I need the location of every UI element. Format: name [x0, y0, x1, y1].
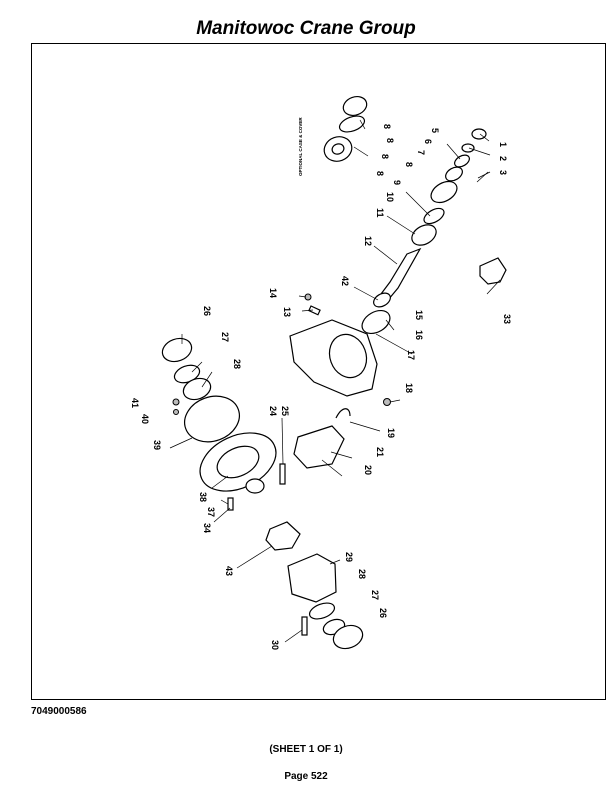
- label-8d: 8: [404, 162, 414, 167]
- label-24: 24: [268, 406, 278, 416]
- label-1: 1: [498, 142, 508, 147]
- spider-gear: [265, 521, 301, 551]
- exploded-diagram: OPTIONAL CASE & COVER 1 2 3 5 6 7 8 8 8 …: [130, 95, 512, 650]
- label-26b: 26: [378, 608, 388, 618]
- label-6: 6: [423, 139, 433, 144]
- label-10: 10: [385, 192, 395, 202]
- label-41: 41: [130, 398, 140, 408]
- label-28: 28: [232, 359, 242, 369]
- label-2: 2: [498, 156, 508, 161]
- label-38: 38: [198, 492, 208, 502]
- label-8e: 8: [375, 171, 385, 176]
- label-43: 43: [224, 566, 234, 576]
- leader-lines: [169, 119, 501, 643]
- label-3: 3: [498, 170, 508, 175]
- label-29: 29: [344, 552, 354, 562]
- label-33: 33: [502, 314, 512, 324]
- optional-cover-parts: [323, 95, 368, 162]
- label-34: 34: [202, 523, 212, 533]
- yoke-part: [479, 257, 507, 285]
- label-28b: 28: [357, 569, 367, 579]
- label-19: 19: [386, 428, 396, 438]
- label-39: 39: [152, 440, 162, 450]
- diagram-frame: OPTIONAL CASE & COVER 1 2 3 5 6 7 8 8 8 …: [31, 43, 606, 700]
- label-17: 17: [406, 350, 416, 360]
- label-30: 30: [270, 640, 280, 650]
- label-42: 42: [340, 276, 350, 286]
- label-5: 5: [430, 128, 440, 133]
- label-25: 25: [280, 406, 290, 416]
- label-8a: 8: [382, 124, 392, 129]
- pinion-parts: [361, 128, 489, 335]
- label-40: 40: [140, 414, 150, 424]
- lower-case: [287, 553, 337, 603]
- label-12: 12: [363, 236, 373, 246]
- page-title: Manitowoc Crane Group: [196, 18, 416, 39]
- label-20: 20: [363, 465, 373, 475]
- label-37: 37: [206, 507, 216, 517]
- label-7: 7: [416, 150, 426, 155]
- label-9: 9: [392, 180, 402, 185]
- document-number: 7049000586: [31, 706, 87, 717]
- label-21: 21: [375, 447, 385, 457]
- label-27b: 27: [370, 590, 380, 600]
- label-8c: 8: [380, 154, 390, 159]
- page-number: Page 522: [284, 771, 328, 782]
- label-13: 13: [282, 307, 292, 317]
- label-8b: 8: [385, 138, 395, 143]
- label-26: 26: [202, 306, 212, 316]
- optional-case-note: OPTIONAL CASE & COVER: [298, 117, 303, 176]
- bearing-cap: [293, 425, 345, 469]
- label-14: 14: [268, 288, 278, 298]
- label-11: 11: [375, 208, 385, 218]
- sheet-indicator: (SHEET 1 OF 1): [269, 744, 343, 755]
- label-15: 15: [414, 310, 424, 320]
- callout-labels: 1 2 3 5 6 7 8 8 8 8 8 9 10 11 12 42 15 1…: [130, 124, 512, 650]
- label-18: 18: [404, 383, 414, 393]
- label-16: 16: [414, 330, 424, 340]
- diff-case: [184, 395, 240, 443]
- label-27: 27: [220, 332, 230, 342]
